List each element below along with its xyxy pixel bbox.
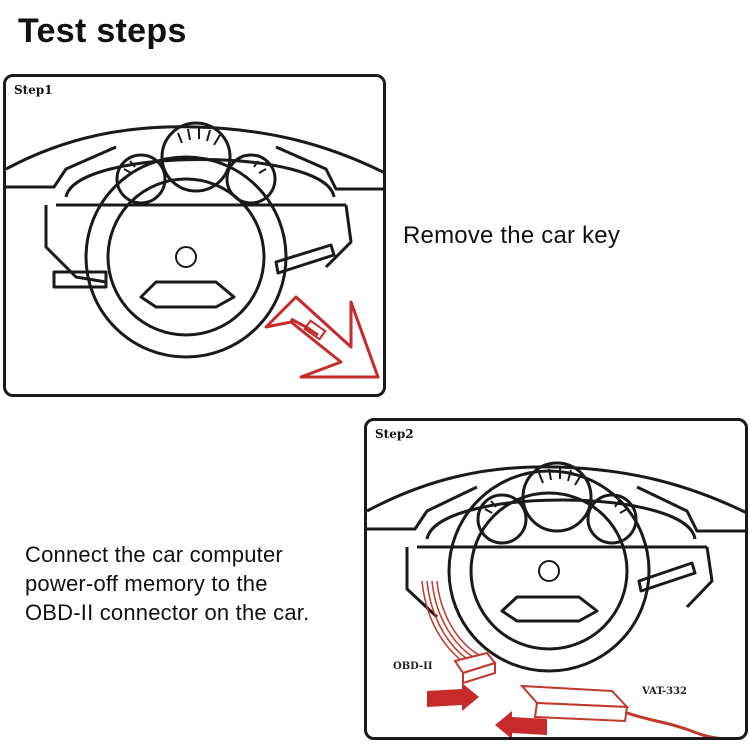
steering-wheel-2	[447, 469, 651, 673]
car-key-icon	[303, 319, 327, 341]
wiper-stalk	[52, 270, 108, 289]
remove-key-arrow	[264, 295, 380, 379]
steering-wheel	[84, 155, 288, 359]
speedometer-gauge	[160, 121, 232, 193]
dashboard-illustration-step2	[367, 461, 745, 737]
tachometer-gauge	[115, 153, 167, 205]
obd-cable	[421, 580, 745, 737]
turn-signal-stalk	[274, 243, 336, 275]
step2-caption-line: power-off memory to the	[25, 571, 268, 596]
step2-caption-line: OBD-II connector on the car.	[25, 600, 310, 625]
step2-caption-line: Connect the car computer	[25, 542, 283, 567]
device-tag: VAT-332	[642, 686, 688, 697]
vat332-device	[519, 684, 630, 723]
dashboard-outline	[6, 125, 383, 174]
step1-panel: Step1	[3, 74, 386, 397]
obd-tag: OBD-II	[393, 661, 433, 672]
page-title: Test steps	[18, 12, 187, 50]
arrow-left-icon	[495, 711, 547, 737]
dashboard-illustration-step1	[6, 121, 383, 379]
step2-label: Step2	[375, 427, 414, 441]
step2-caption: Connect the car computer power-off memor…	[25, 540, 309, 627]
obd-connector	[453, 651, 497, 685]
connect-arrows	[427, 683, 547, 737]
step1-label: Step1	[14, 83, 53, 97]
step1-caption: Remove the car key	[403, 222, 621, 249]
arrow-right-icon	[427, 683, 479, 711]
fuel-gauge	[225, 153, 277, 205]
step2-panel: Step2	[364, 418, 748, 740]
